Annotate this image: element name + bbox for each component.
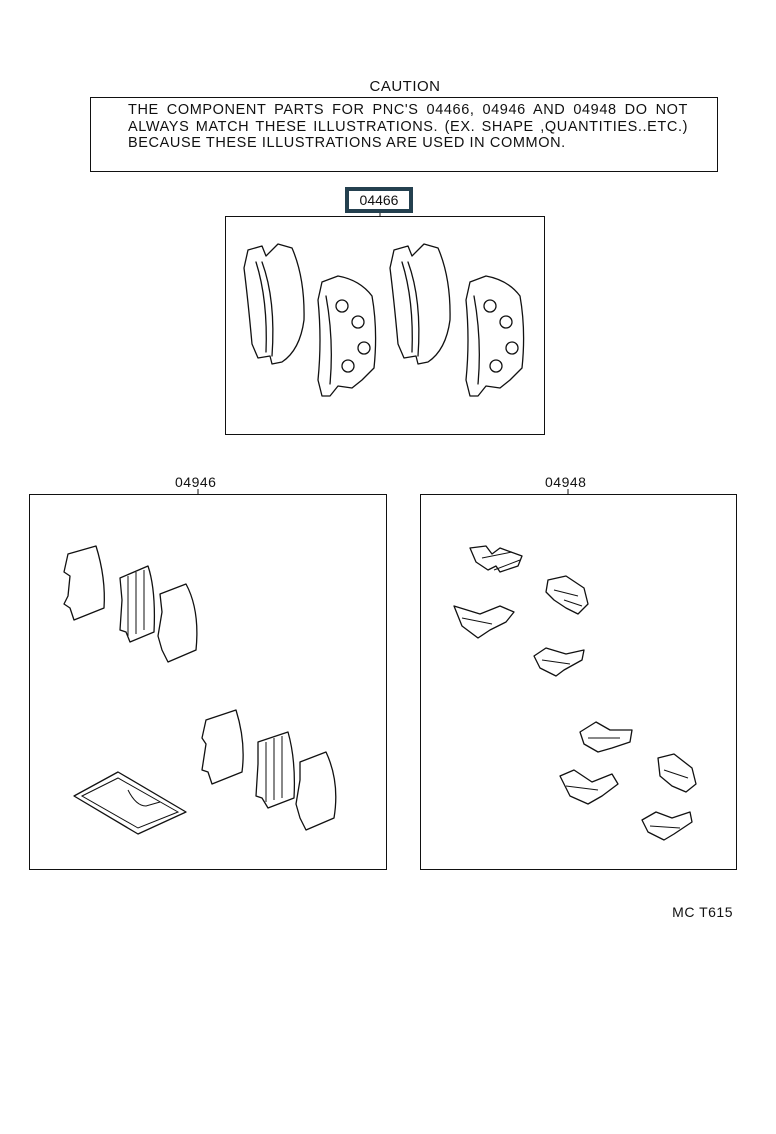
brake-pad-panel: [225, 216, 545, 435]
pnc-04948-label[interactable]: 04948: [545, 474, 587, 490]
clip-6: [559, 769, 619, 805]
caution-box: [90, 97, 718, 172]
brake-pad-left-a: [243, 243, 305, 365]
clip-4: [533, 647, 585, 677]
brake-pad-left-b: [317, 275, 377, 397]
brake-pad-right-b: [465, 275, 525, 397]
caution-text: THE COMPONENT PARTS FOR PNC'S 04466, 049…: [128, 102, 688, 151]
pnc-04946-label[interactable]: 04946: [175, 474, 217, 490]
pnc-04466-label[interactable]: 04466: [345, 187, 413, 213]
clip-7: [657, 753, 697, 793]
shim-set-lower: [201, 709, 337, 831]
clip-1: [469, 545, 523, 573]
caution-title: CAUTION: [369, 78, 441, 95]
clip-2: [545, 575, 589, 615]
shim-kit-panel: [29, 494, 387, 870]
shim-set-upper: [63, 545, 198, 663]
brake-pad-right-a: [389, 243, 451, 365]
clip-3: [453, 605, 515, 639]
clip-8: [641, 811, 693, 841]
diagram-code: MC T615: [672, 904, 733, 920]
clip-5: [579, 721, 633, 753]
grease-packet: [73, 771, 187, 835]
clip-kit-panel: [420, 494, 737, 870]
